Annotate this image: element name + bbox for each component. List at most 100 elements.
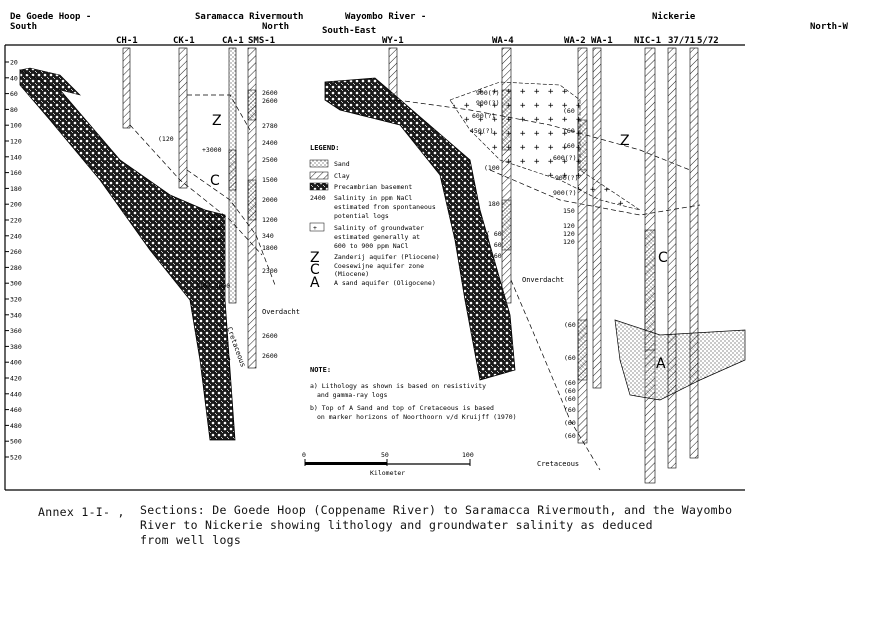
legend-z-text: Zanderij aquifer (Pliocene) — [334, 253, 440, 261]
sms1-salinity-label: 2600 — [262, 332, 278, 340]
depth-tick-label: 200 — [10, 201, 22, 209]
sms1-salinity-label: 2600 — [262, 89, 278, 97]
sal-wy-180: 180 — [488, 200, 500, 208]
depth-tick-label: 460 — [10, 406, 22, 414]
wa2-sand-1 — [578, 120, 587, 170]
wa-salinity-label: 600(?) — [472, 112, 495, 120]
legend: LEGEND: Sand Clay Precambrian basement 2… — [310, 144, 440, 291]
note-b1: b) Top of A Sand and top of Cretaceous i… — [310, 404, 494, 412]
scale-50: 50 — [381, 451, 389, 459]
well-label-wa1: WA-1 — [591, 36, 613, 46]
sms1-sand-1 — [248, 90, 256, 120]
wa-salinity-label: 900(?) — [476, 99, 499, 107]
well-label-572: 5/72 — [697, 36, 719, 46]
legend-salinity-3: potential logs — [334, 212, 389, 220]
wa-salinity-label: 120 — [563, 238, 575, 246]
sal-left-120: (120 — [158, 135, 174, 143]
wa-deep-salinity-label: (60 — [564, 419, 576, 427]
sms1-salinity-label: 2780 — [262, 122, 278, 130]
header-mid-b: North — [262, 22, 289, 32]
wa-deep-salinity-values: (60(60(60(60(60(60(60(60 — [564, 321, 576, 440]
legend-sand-swatch — [310, 160, 328, 167]
depth-tick-label: 60 — [10, 90, 18, 98]
depth-tick-label: 120 — [10, 138, 22, 146]
sms1-salinity-label: 2600 — [262, 352, 278, 360]
wa-salinity-label: 450(?) — [470, 127, 493, 135]
well-label-wa4: WA-4 — [492, 36, 514, 46]
depth-tick-label: 20 — [10, 59, 18, 67]
depth-tick-label: 500 — [10, 438, 22, 446]
legend-gw-2: estimated generally at — [334, 233, 420, 241]
legend-gw-1: Salinity of groundwater — [334, 224, 424, 232]
legend-title: LEGEND: — [310, 144, 340, 152]
sms1-salinity-label: 2300 — [262, 267, 278, 275]
note-b2: on marker horizons of Noorthoorn v/d Kru… — [317, 413, 517, 421]
well-label-ca1: CA-1 — [222, 36, 244, 46]
wa-deep-salinity-label: (60 — [564, 321, 576, 329]
sms1-salinity-label: 2600 — [262, 97, 278, 105]
sms1-salinity-values: 2600260027802400250015002000120018002300… — [262, 89, 278, 360]
well-wa2 — [578, 48, 587, 443]
well-wa1 — [593, 48, 601, 388]
header-left-b: South — [10, 22, 37, 32]
well-ck1 — [179, 48, 187, 188]
caption-line-2: River to Nickerie showing lithology and … — [140, 518, 653, 532]
sms1-salinity-label: 1800 — [262, 244, 278, 252]
wa-deep-salinity-label: (60 — [564, 432, 576, 440]
legend-a-text: A sand aquifer (Oligocene) — [334, 279, 436, 287]
legend-c-text2: (Miocene) — [334, 270, 369, 278]
sms1-salinity-label: 2000 — [262, 196, 278, 204]
wa-deep-salinity-label: (60 — [564, 379, 576, 387]
header-wayombo-b: South-East — [322, 26, 376, 36]
well-label-wa2: WA-2 — [564, 36, 586, 46]
sal-left-3000: +3000 — [202, 146, 222, 154]
depth-tick-label: 440 — [10, 390, 22, 398]
legend-sand: Sand — [334, 160, 350, 168]
legend-salinity-1: Salinity in ppm NaCl — [334, 194, 412, 202]
ca1-clay-1 — [229, 150, 236, 190]
depth-axis: 2040608010012014016018020022024026028030… — [5, 59, 22, 462]
note-title: NOTE: — [310, 366, 331, 374]
depth-tick-label: 520 — [10, 454, 22, 462]
sms1-salinity-label: 1500 — [262, 176, 278, 184]
sal-wy-100: (100 — [484, 164, 500, 172]
legend-clay: Clay — [334, 172, 350, 180]
well-label-nic1: NIC-1 — [634, 36, 661, 46]
depth-tick-label: 300 — [10, 280, 22, 288]
sal-wy-60b: ( 60 — [486, 241, 502, 249]
sms1-salinity-label: 2500 — [262, 156, 278, 164]
wa-salinity-label: (60 — [563, 107, 575, 115]
sms1-sand-2 — [248, 180, 256, 220]
wa-salinity-label: 120 — [563, 230, 575, 238]
sal-wy-60a: ( 60 — [486, 230, 502, 238]
well-label-wy1: WY-1 — [382, 36, 404, 46]
depth-tick-label: 360 — [10, 327, 22, 335]
header-left-a: De Goede Hoop - — [10, 12, 91, 22]
zone-a-right: A — [656, 356, 666, 372]
legend-clay-swatch — [310, 172, 328, 179]
zone-z-left: Z — [212, 113, 222, 129]
wa-deep-salinity-label: (60 — [564, 387, 576, 395]
sal-left-1200b: 1200 — [206, 224, 222, 232]
depth-tick-label: 400 — [10, 359, 22, 367]
depth-tick-label: 420 — [10, 375, 22, 383]
wa-salinity-label: 150 — [563, 207, 575, 215]
legend-salinity-num: 2400 — [310, 194, 326, 202]
zone-z-right: Z — [620, 133, 630, 149]
header-wayombo-a: Wayombo River - — [345, 11, 426, 22]
depth-tick-label: 320 — [10, 296, 22, 304]
wa-salinity-label: 120 — [563, 222, 575, 230]
depth-tick-label: 140 — [10, 153, 22, 161]
wa-salinity-label: 900(?) — [476, 89, 499, 97]
legend-gw-plus: + — [313, 224, 317, 232]
caption-line-1: Sections: De Goede Hoop (Coppename River… — [140, 503, 732, 517]
depth-tick-label: 180 — [10, 185, 22, 193]
well-label-3771: 37/71 — [668, 36, 695, 46]
wa4-sand-2 — [502, 200, 511, 250]
well-3771 — [668, 48, 676, 468]
zone-c-left: C — [210, 173, 220, 189]
zone-c-right: C — [658, 250, 668, 266]
scale-bar: 0 50 100 Kilometer — [302, 451, 474, 477]
note-a1: a) Lithology as shown is based on resist… — [310, 382, 486, 390]
well-ch1 — [123, 48, 130, 128]
